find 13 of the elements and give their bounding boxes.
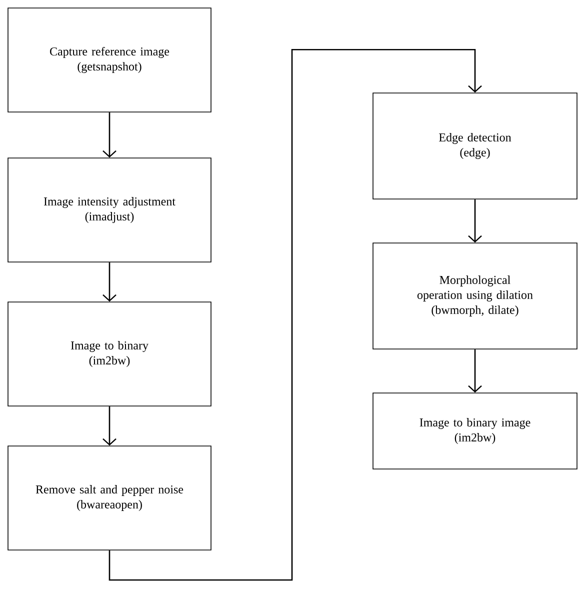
- process-box: Capture reference image (getsnapshot): [8, 8, 212, 112]
- process-box: Image to binary (im2bw): [8, 302, 212, 406]
- arrow: [468, 199, 482, 243]
- process-box: Edge detection (edge): [372, 92, 578, 200]
- process-box: Image intensity adjustment (imadjust): [8, 158, 212, 262]
- process-box: Morphological operation using dilation (bwmorph, dilate): [372, 242, 578, 350]
- arrow: [102, 406, 116, 446]
- arrow: [108, 48, 482, 581]
- arrow: [102, 262, 116, 302]
- arrow: [468, 349, 482, 393]
- process-box: Remove salt and pepper noise (bwareaopen): [8, 446, 212, 550]
- process-box: Image to binary image (im2bw): [372, 392, 578, 470]
- arrow: [102, 112, 116, 158]
